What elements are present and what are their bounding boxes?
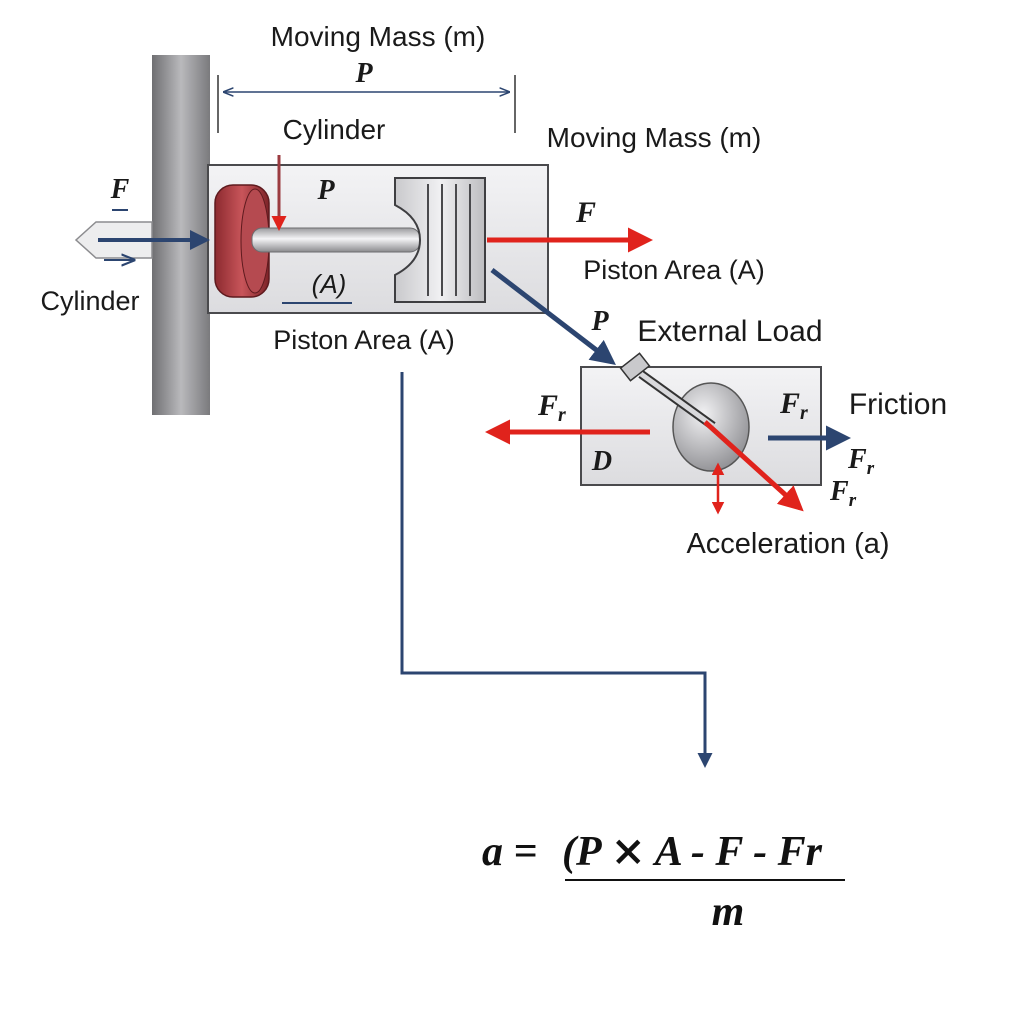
fr-left-label: Fr <box>537 389 566 426</box>
load-linkage <box>619 352 716 430</box>
friction-label: Friction <box>849 388 947 421</box>
equation-lhs: a = <box>482 829 537 875</box>
d-label: D <box>591 446 612 477</box>
acceleration-label: Acceleration (a) <box>686 528 889 560</box>
cylinder-top-label: Cylinder <box>283 114 386 145</box>
acceleration-equation: a = (P ⨯ A - F - Fr m <box>482 829 845 935</box>
f-left-label: F <box>110 174 130 205</box>
piston-rod <box>251 227 421 253</box>
moving-mass-top-label: Moving Mass (m) <box>271 21 486 52</box>
f-right-label: F <box>575 196 596 229</box>
wall <box>152 55 210 415</box>
area-inner-label: (A) <box>312 269 347 299</box>
p-load-label: P <box>590 306 609 337</box>
p-inner-label: P <box>316 175 335 206</box>
input-force-arrow <box>74 209 210 260</box>
p-top-label: P <box>354 58 373 89</box>
fr-right-label: Fr <box>779 387 808 424</box>
load-connector-arrow <box>490 268 616 366</box>
piston-area-right-label: Piston Area (A) <box>583 255 765 285</box>
piston-area-bottom-label: Piston Area (A) <box>273 325 455 355</box>
dimension-line <box>217 75 516 133</box>
flow-connector <box>400 372 713 768</box>
load-force-arrow <box>703 420 804 512</box>
fr-lower1-label: Fr <box>847 444 875 479</box>
equation-denominator: m <box>712 889 745 935</box>
moving-mass-right-label: Moving Mass (m) <box>547 122 762 153</box>
external-load-label: External Load <box>637 315 822 348</box>
cylinder-left-label: Cylinder <box>40 286 139 316</box>
equation-numerator: (P ⨯ A - F - Fr <box>562 829 823 875</box>
fr-lower2-label: Fr <box>829 476 857 511</box>
piston-head <box>394 177 486 303</box>
